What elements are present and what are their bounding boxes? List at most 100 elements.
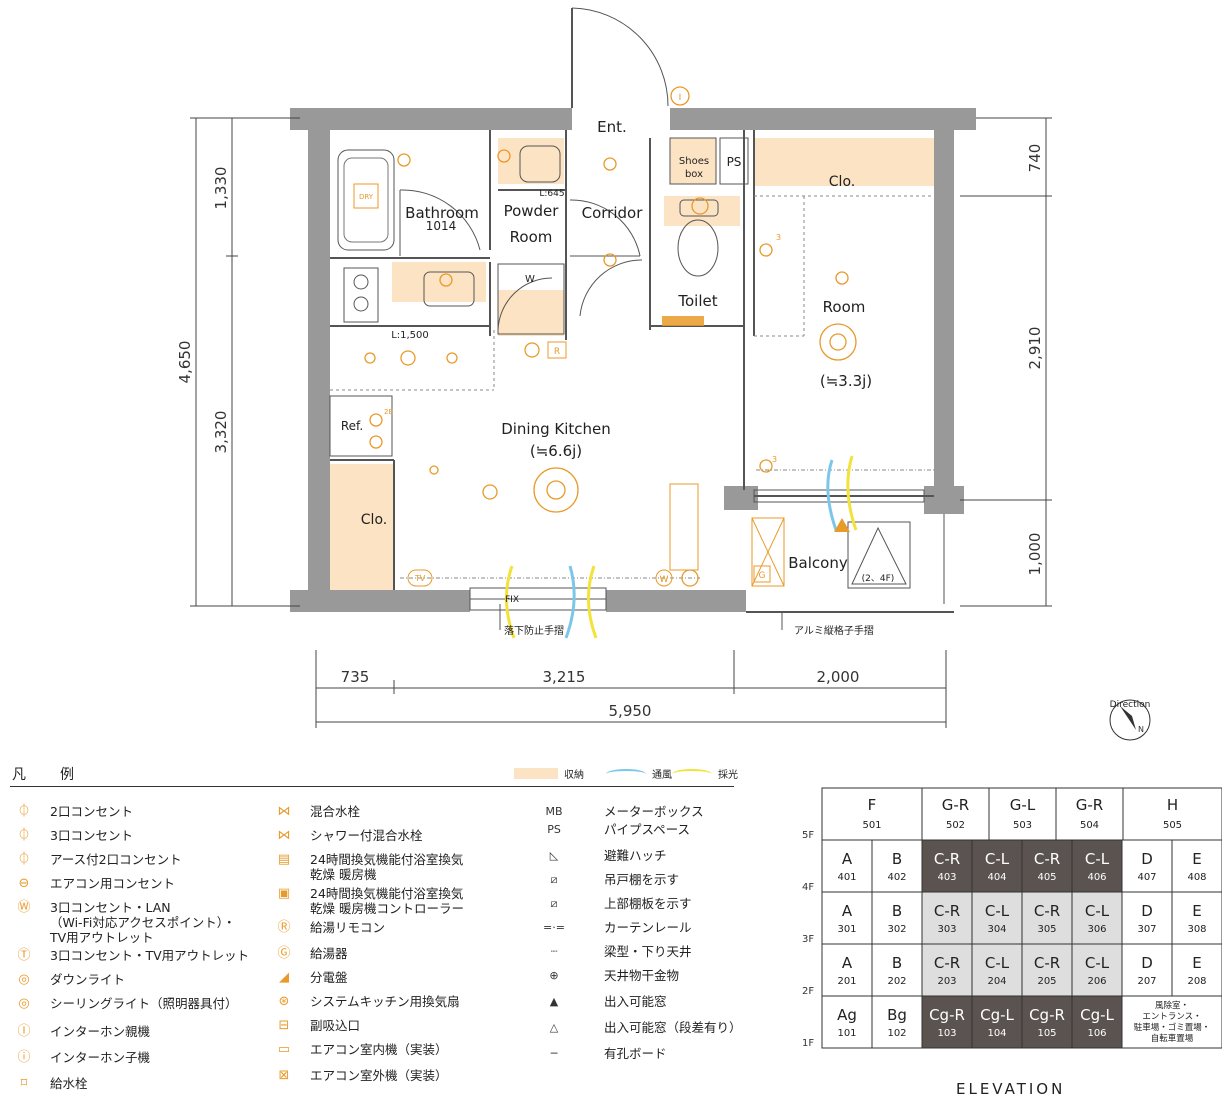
unit-type: C-R bbox=[1034, 902, 1060, 920]
bathtub-icon bbox=[337, 149, 395, 251]
legend-item: ◺避難ハッチ bbox=[540, 848, 742, 872]
common-area-note: 風除室・ bbox=[1155, 1000, 1189, 1011]
elevation-title: ELEVATION bbox=[956, 1080, 1066, 1098]
unit-number: 405 bbox=[1037, 872, 1056, 883]
aircon-outdoor-icon: ⊠ bbox=[278, 1068, 290, 1083]
label-powder: Powder bbox=[504, 202, 560, 220]
stove-icon bbox=[343, 267, 379, 323]
intercom-main-icon: Ⓘ bbox=[17, 1024, 31, 1039]
floor-label: 5F bbox=[802, 830, 814, 841]
unit-number: 205 bbox=[1037, 976, 1056, 987]
legend-item: ⋈シャワー付混合水栓 bbox=[270, 828, 464, 852]
unit-number: 104 bbox=[987, 1028, 1006, 1039]
label-ent: Ent. bbox=[597, 118, 627, 136]
floor-label: 1F bbox=[802, 1038, 814, 1049]
legend-item: ⌑給水栓 bbox=[10, 1076, 249, 1100]
svg-text:TV: TV bbox=[414, 574, 426, 583]
legend-item: ⋈混合水栓 bbox=[270, 804, 464, 828]
legend-item: ◎ダウンライト bbox=[10, 972, 249, 996]
label-fix: FIX bbox=[505, 595, 519, 605]
legend-item-label: 24時間換気機能付浴室換気 乾燥 暖房機 bbox=[310, 852, 464, 882]
unit-number: 305 bbox=[1037, 924, 1056, 935]
beam-lines bbox=[330, 195, 934, 391]
unit-type: D bbox=[1141, 850, 1153, 868]
unit-type: B bbox=[892, 954, 902, 972]
legend-item-label: 混合水栓 bbox=[310, 804, 361, 819]
label-room: Room bbox=[823, 298, 866, 316]
unit-number: 403 bbox=[937, 872, 956, 883]
shoes-box bbox=[669, 137, 717, 185]
svg-text:R: R bbox=[554, 347, 560, 357]
legend-item: ▲出入可能窓 bbox=[540, 994, 742, 1020]
unit-number: 303 bbox=[937, 924, 956, 935]
legend-item-label: 天井物干金物 bbox=[604, 968, 680, 983]
unit-number: 406 bbox=[1087, 872, 1106, 883]
water-heater-icon: Ⓖ bbox=[277, 946, 291, 961]
unit-number: 206 bbox=[1087, 976, 1106, 987]
unit-type: C-L bbox=[1085, 850, 1110, 868]
unit-type: A bbox=[842, 954, 853, 972]
legend-item: ⊠エアコン室外機（実装） bbox=[270, 1068, 464, 1092]
label-ps: PS bbox=[727, 155, 742, 169]
washer-pan-icon bbox=[497, 263, 565, 335]
water-heater-remote-icon bbox=[547, 341, 567, 359]
svg-text:W: W bbox=[660, 575, 669, 585]
legend-item: ▤24時間換気機能付浴室換気 乾燥 暖房機 bbox=[270, 852, 464, 886]
legend-item-label: 2口コンセント bbox=[50, 804, 133, 819]
label-ref: Ref. bbox=[341, 419, 363, 433]
label-corridor: Corridor bbox=[582, 204, 644, 222]
elevation-cell bbox=[921, 943, 973, 997]
unit-type: G-R bbox=[942, 796, 969, 814]
dim-right-top: 740 bbox=[1026, 144, 1044, 173]
elevation-cell bbox=[1021, 943, 1073, 997]
elevation-cell bbox=[1071, 891, 1123, 945]
legend-key-light: 採光 bbox=[672, 766, 738, 781]
unit-type: C-L bbox=[1085, 902, 1110, 920]
label-powder-room: Room bbox=[510, 228, 553, 246]
legend-item: ⊕天井物干金物 bbox=[540, 968, 742, 994]
beam-icon: ┈ bbox=[550, 945, 558, 958]
legend-item-label: アース付2口コンセント bbox=[50, 852, 182, 867]
unit-number: 503 bbox=[1013, 820, 1032, 831]
legend-item-label: 吊戸棚を示す bbox=[604, 872, 680, 887]
unit-number: 408 bbox=[1187, 872, 1206, 883]
legend-item: ▣24時間換気機能付浴室換気 乾燥 暖房機コントローラー bbox=[270, 886, 464, 920]
legend-item: ▭エアコン室内機（実装） bbox=[270, 1042, 464, 1068]
unit-number: 101 bbox=[837, 1028, 856, 1039]
unit-type: B bbox=[892, 850, 902, 868]
svg-text:DRY: DRY bbox=[359, 193, 374, 201]
dim-bottom-a: 735 bbox=[341, 668, 370, 686]
elevation-cell bbox=[971, 943, 1023, 997]
unit-type: C-L bbox=[985, 850, 1010, 868]
label-dk-size: (≒6.6j) bbox=[530, 442, 582, 460]
unit-type: C-R bbox=[1034, 850, 1060, 868]
ceiling-light-icon: ◎ bbox=[18, 996, 30, 1011]
unit-number: 304 bbox=[987, 924, 1006, 935]
unit-number: 502 bbox=[946, 820, 965, 831]
legend-item: ⧄吊戸棚を示す bbox=[540, 872, 742, 896]
common-area-note: 自転車置場 bbox=[1151, 1033, 1194, 1044]
kitchen-sink-icon bbox=[423, 271, 475, 307]
interior-doors bbox=[399, 189, 643, 331]
unit-type: Bg bbox=[887, 1006, 907, 1024]
elevation-cell bbox=[988, 787, 1057, 841]
label-rail-fall: 落下防止手摺 bbox=[504, 624, 564, 637]
legend-item-label: 給湯リモコン bbox=[310, 920, 386, 935]
pipe-space bbox=[719, 137, 749, 185]
ventilation-light-arrows bbox=[504, 455, 858, 639]
elevation-cell bbox=[1121, 839, 1173, 893]
common-area-note: 駐車場・ゴミ置場・ bbox=[1134, 1022, 1211, 1033]
elevation-cell bbox=[821, 839, 873, 893]
unit-number: 308 bbox=[1187, 924, 1206, 935]
label-shoes: Shoes bbox=[679, 156, 709, 167]
elevation-chart: F501G-R502G-L503G-R504H505A401B402C-R403… bbox=[802, 787, 1222, 1049]
dim-bottom-total: 5,950 bbox=[609, 702, 652, 720]
dim-bottom-b: 3,215 bbox=[543, 668, 586, 686]
elevation-cell bbox=[1122, 787, 1222, 841]
legend-item-label: メーターボックス bbox=[604, 804, 704, 819]
legend-item-label: シーリングライト（照明器具付） bbox=[50, 996, 238, 1011]
legend-item: ⏀3口コンセント bbox=[10, 828, 249, 852]
floor-label: 3F bbox=[802, 934, 814, 945]
legend-item-label: 分電盤 bbox=[310, 970, 348, 985]
